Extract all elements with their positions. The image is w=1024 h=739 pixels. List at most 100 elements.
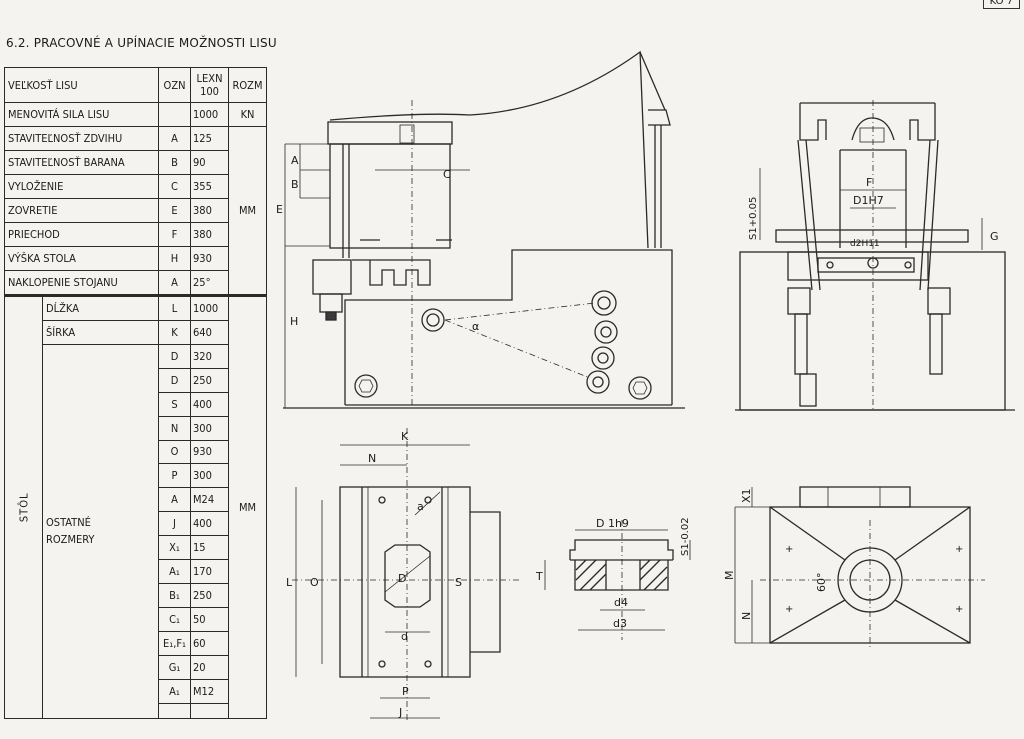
row-code <box>158 102 192 127</box>
side-hole-5 <box>586 370 610 394</box>
side-left-bolt <box>325 311 337 321</box>
row-code: C₁ <box>158 607 192 632</box>
side-tilt-line-2 <box>444 319 591 379</box>
side-upper-block <box>327 121 453 145</box>
row-value: 640 <box>190 319 230 345</box>
row-value: 250 <box>190 583 230 609</box>
table-row: Vyloženie C 355 <box>3 173 267 199</box>
row-value: 170 <box>190 559 230 585</box>
row-value: 930 <box>190 439 230 465</box>
plan-hole-4 <box>424 660 432 668</box>
side-bolster-teeth <box>352 259 431 286</box>
label-angle: 60° <box>815 573 828 593</box>
spacer-row <box>3 294 268 297</box>
filler-row <box>5 703 267 719</box>
front-left-foot <box>799 373 817 407</box>
header-model: LEXN 100 <box>190 67 230 103</box>
side-top-lugs <box>799 486 911 508</box>
front-ram-block <box>859 127 885 143</box>
label-d3: d3 <box>613 617 627 630</box>
label-p: P <box>402 685 409 698</box>
row-value: 125 <box>190 125 230 151</box>
side-hole-3 <box>594 320 618 344</box>
plan-opening <box>384 544 431 608</box>
row-value: 50 <box>190 607 230 632</box>
label-s1: S1+0.05 <box>748 197 759 240</box>
side-ram-arm <box>639 51 666 111</box>
row-value: 1000 <box>190 295 230 321</box>
header-unit: ROZM <box>228 67 268 103</box>
row-value: 380 <box>190 221 230 247</box>
insert-hatch-left <box>575 559 607 591</box>
side-hole-5-inner <box>592 376 604 388</box>
side-bolt-mark-4: + <box>955 604 963 615</box>
row-code: L <box>158 295 192 321</box>
table-row: STÔL Dĺžka L 1000 MM <box>4 295 268 720</box>
front-column-right <box>927 139 939 291</box>
row-code: E₁,F₁ <box>158 631 192 656</box>
plan-side-flange <box>470 511 501 653</box>
label-s: S <box>455 576 462 589</box>
row-name: Šírka <box>41 319 160 345</box>
row-value: 300 <box>190 415 230 441</box>
label-side-n: N <box>740 612 753 620</box>
row-code: D <box>158 343 192 369</box>
side-bolt-mark-3: + <box>785 604 793 615</box>
table-row: Priechod F 380 <box>3 221 267 247</box>
table-row: a₁M12 <box>5 678 267 705</box>
front-right-leg <box>929 313 943 375</box>
other-label-1: OSTATNÉ <box>46 516 91 530</box>
label-h: H <box>290 315 298 328</box>
label-a: A <box>291 154 299 167</box>
table-header-row: Veľkosť lisu OZN LEXN 100 ROZM <box>3 67 268 103</box>
side-rib-2 <box>894 506 971 561</box>
row-value: 355 <box>190 173 230 199</box>
press-unit-cell: MM <box>228 125 268 295</box>
row-value: 300 <box>190 463 230 489</box>
dim-a-leader <box>414 491 441 516</box>
table-plan-drawing: K N a D L O S d P J <box>286 428 520 720</box>
row-value: M12 <box>190 678 230 705</box>
front-left-frame <box>799 103 827 141</box>
row-code: a₁ <box>158 678 192 705</box>
table-row: Menovitá sila lisu 1000 kN <box>3 102 268 127</box>
label-a-plan: a <box>417 500 424 513</box>
side-hole-4-inner <box>597 352 609 364</box>
label-x1: X1 <box>740 488 753 503</box>
front-slot-bolt-2 <box>904 261 912 269</box>
side-frame-upper-curve <box>329 50 649 249</box>
side-rib-4 <box>894 599 971 644</box>
row-name: Priechod <box>3 221 160 247</box>
side-hole-2 <box>591 290 617 316</box>
row-name: Zovretie <box>3 197 160 223</box>
row-code: X₁ <box>158 535 192 561</box>
side-upper-bolt <box>399 124 415 144</box>
table-unit-cell: MM <box>228 295 268 720</box>
side-bolt-mark-2: + <box>955 544 963 555</box>
row-name: Naklopenie stojanu <box>3 269 160 295</box>
side-tilt-line-1 <box>444 302 596 321</box>
row-value: 15 <box>190 535 230 561</box>
side-slide <box>329 143 451 249</box>
row-code: A <box>158 125 192 151</box>
front-column-left <box>797 139 813 291</box>
side-bolt-mark-1: + <box>785 544 793 555</box>
header-code: OZN <box>158 67 192 103</box>
front-slot-bolt-1 <box>826 261 834 269</box>
row-value: 250 <box>190 367 230 393</box>
side-foot-bolt-right <box>628 376 652 400</box>
insert-hatch-right <box>639 559 668 591</box>
label-o: O <box>310 576 319 589</box>
label-d2: d2H11 <box>850 239 880 249</box>
insert-upper-outline <box>569 539 674 560</box>
row-code: d <box>158 367 192 393</box>
front-crossbar <box>775 229 969 243</box>
spec-table: Veľkosť lisu OZN LEXN 100 ROZM Menovitá … <box>3 67 268 720</box>
side-foot-bolt-left <box>354 374 378 398</box>
front-column-right-2 <box>919 139 931 291</box>
